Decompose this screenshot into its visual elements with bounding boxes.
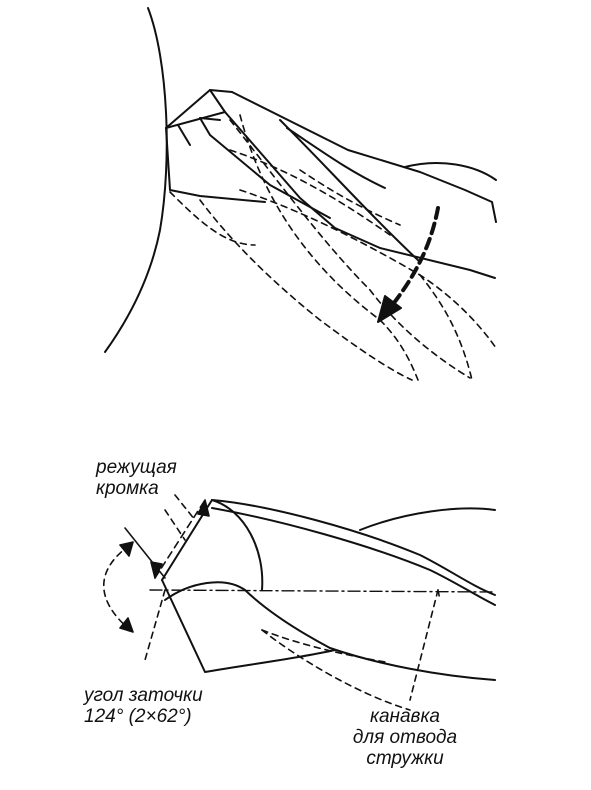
drill-axis-centerline [149,589,496,593]
drill-body-solid [165,89,497,279]
dimension-arrow-head-bottom [150,561,163,579]
drill-tip-hidden-lines [174,494,441,711]
point-angle-label-line-2: 124° (2×62°) [84,706,192,727]
dimension-arrow-head-top [197,499,210,517]
rotation-direction-arrow [377,206,440,323]
drill-tip-solid [161,499,496,681]
flute-label-line-1: канавка [369,706,441,727]
cutting-edge-label-line-2: кромка [96,478,159,499]
drill-hidden-lines [169,114,497,381]
flute-label: канавка для отвода стружки [330,706,480,769]
rotation-arrow-shaft [388,206,440,310]
point-angle-label-line-1: угол заточки [84,685,203,706]
flute-label-line-3: стружки [366,748,444,769]
cutting-edge-label: режущая кромка [96,457,177,499]
flute-label-line-2: для отвода [352,727,458,748]
point-angle-label: угол заточки 124° (2×62°) [84,685,203,727]
cutting-edge-dimension [150,499,210,579]
drill-tip-figure [103,494,496,711]
workpiece-surface-arc [104,7,168,353]
rotation-arrow-head [377,295,402,323]
workpiece-drilling-figure [104,7,497,381]
angle-arrow-head-bottom [119,617,134,633]
angle-arrow-head-top [119,541,134,557]
point-angle-construction [103,527,166,661]
cutting-edge-label-line-1: режущая [96,457,177,478]
